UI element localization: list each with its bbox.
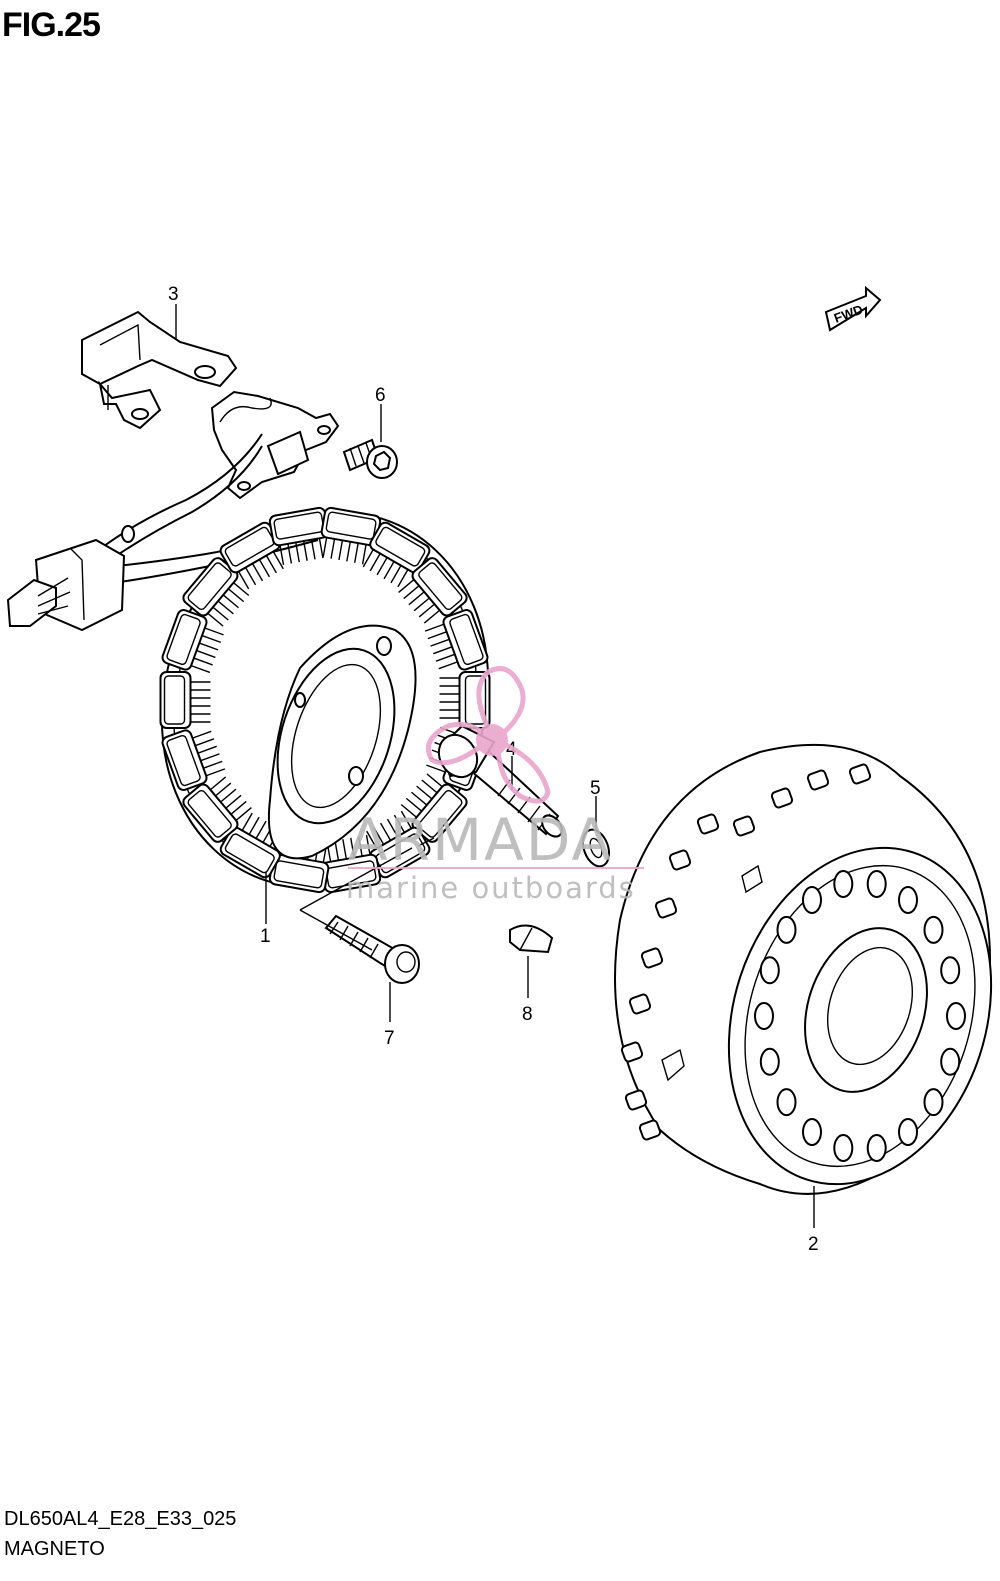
figure-title: FIG.25 [2, 6, 101, 44]
fwd-label: FWD [832, 302, 865, 326]
callout-3: 3 [168, 284, 179, 305]
watermark-tagline: marine outboards [346, 871, 636, 905]
wire-harness [6, 433, 319, 632]
callout-leaders [175, 304, 815, 1228]
part-7-screw [324, 914, 420, 984]
pickup-sensor [210, 390, 340, 500]
callout-1: 1 [260, 926, 271, 947]
callout-7: 7 [384, 1028, 395, 1049]
callout-6: 6 [375, 385, 386, 406]
part-2-rotor [614, 743, 993, 1195]
callout-2: 2 [808, 1234, 819, 1255]
figure-name: MAGNETO [4, 1538, 105, 1560]
armada-watermark: ARMADA marine outboards [346, 666, 644, 905]
part-8-key [509, 924, 554, 954]
part-3-bracket [81, 310, 238, 430]
part-6-bolt [342, 438, 398, 479]
part-5-washer [581, 828, 611, 868]
figure-code: DL650AL4_E28_E33_025 [4, 1508, 237, 1530]
callout-5: 5 [590, 778, 601, 799]
propeller-logo-icon [426, 666, 551, 804]
callout-8: 8 [522, 1004, 533, 1025]
watermark-brand: ARMADA [348, 806, 613, 874]
fwd-arrow-icon: FWD [824, 285, 882, 332]
